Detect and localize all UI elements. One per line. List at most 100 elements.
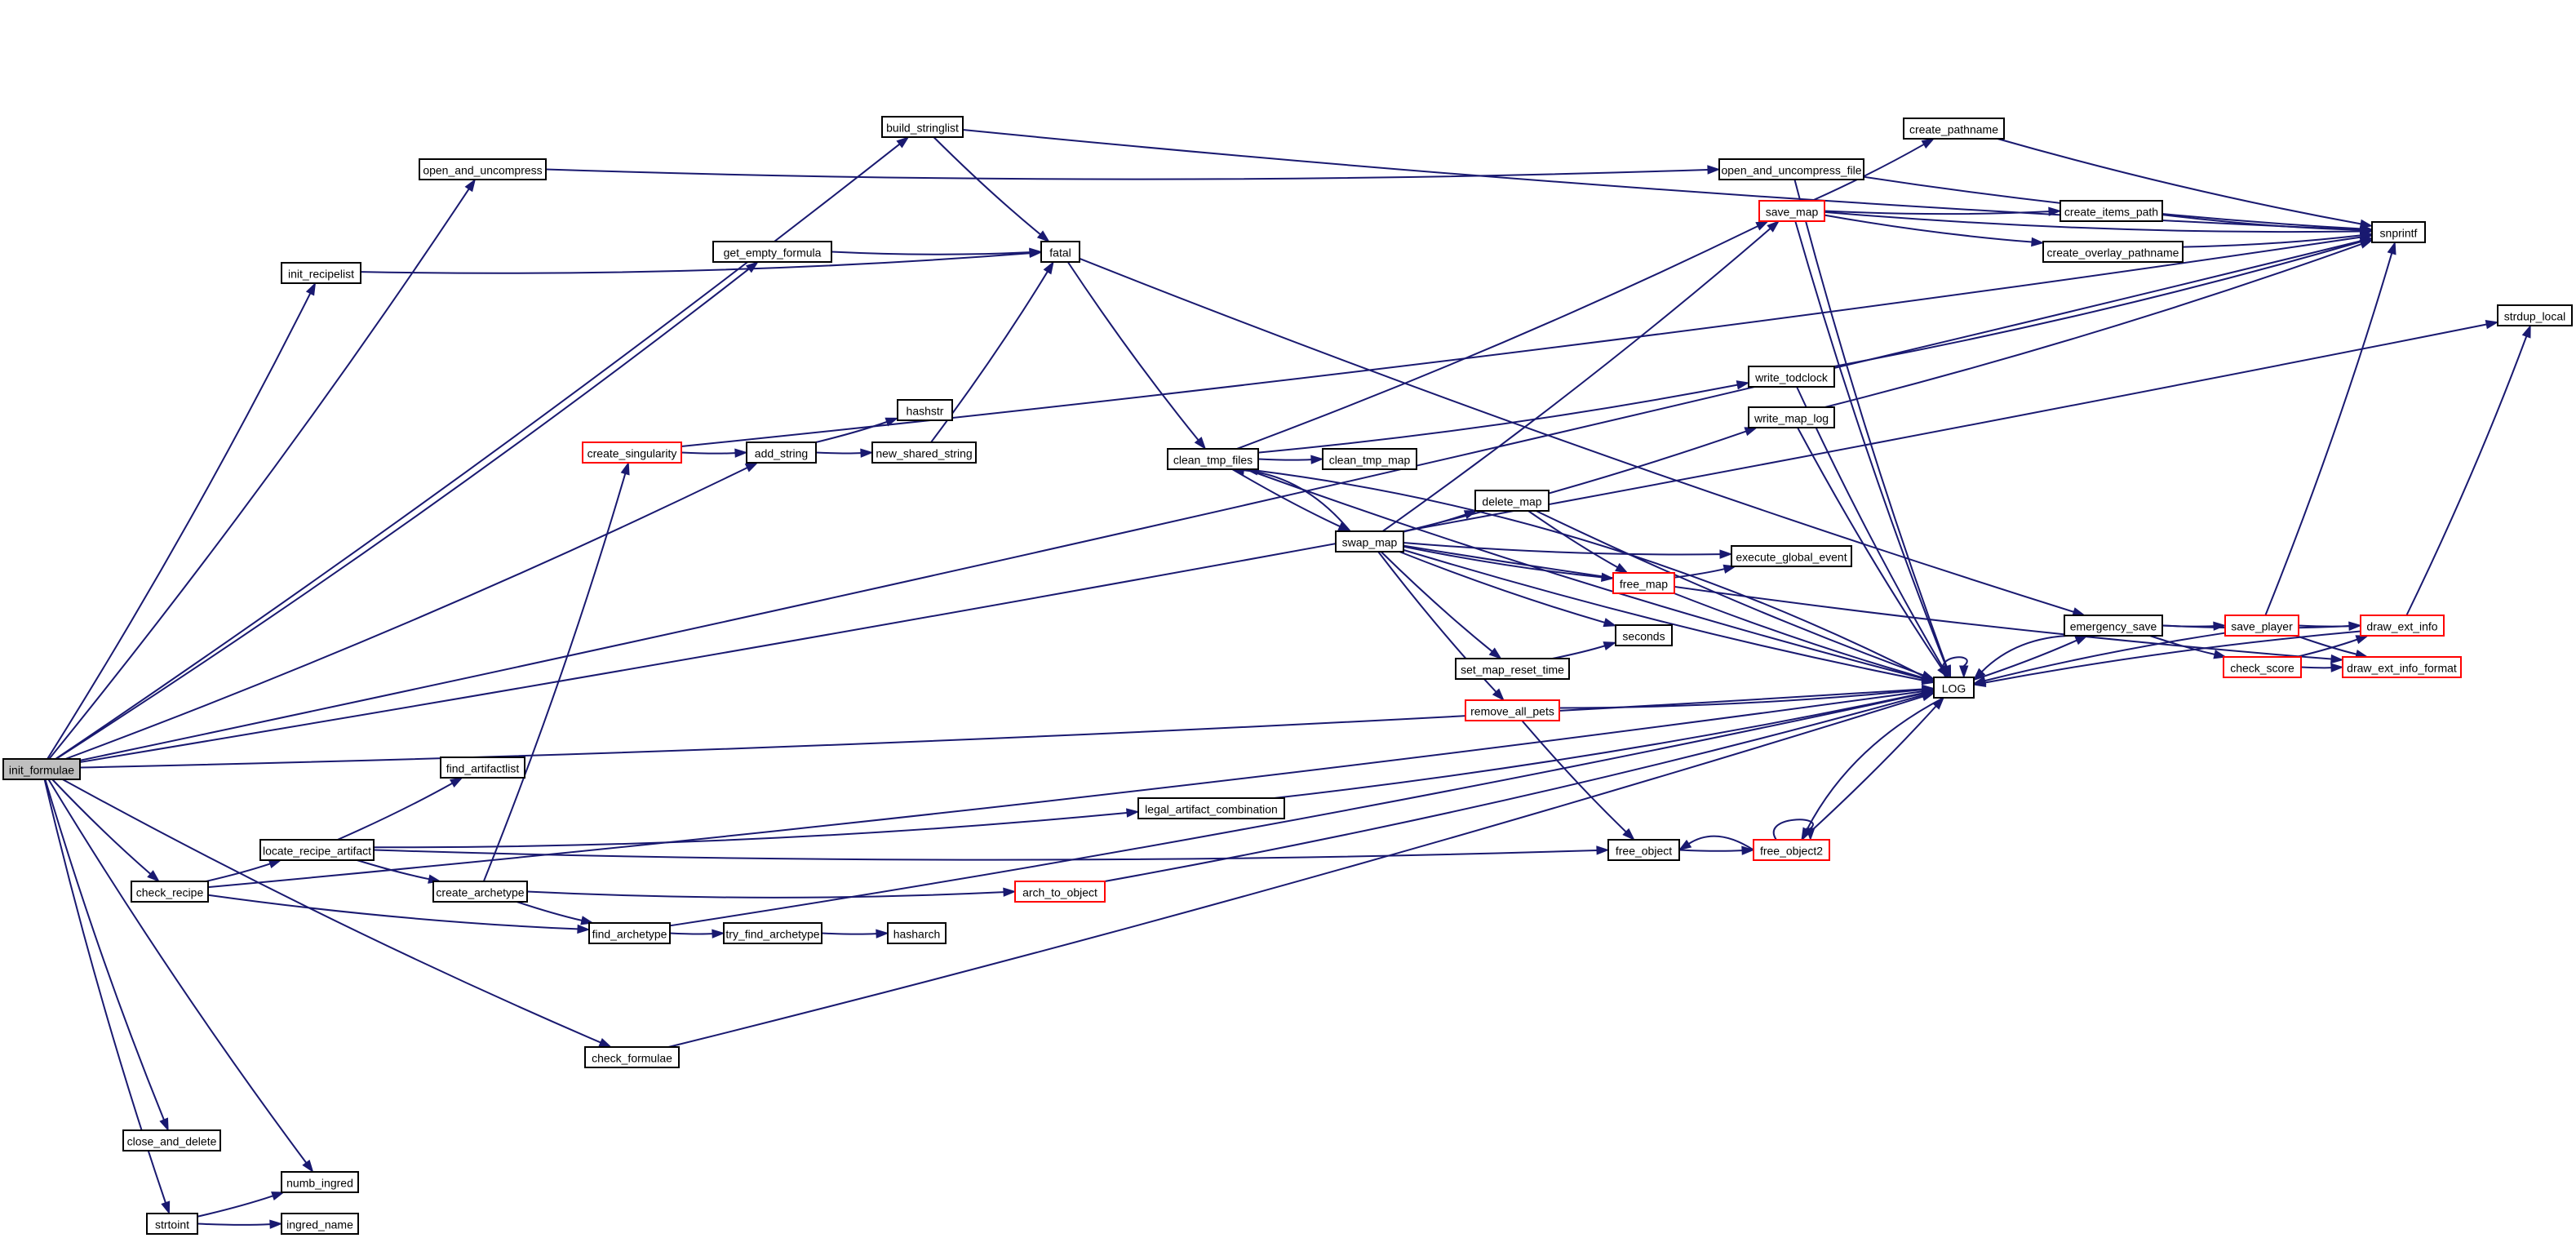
node-save-player[interactable]: save_player — [2224, 615, 2299, 637]
arrowhead-icon — [1767, 220, 1780, 233]
node-find-artifactlist[interactable]: find_artifactlist — [440, 757, 525, 779]
node-draw-ext-info-format[interactable]: draw_ext_info_format — [2342, 656, 2462, 678]
node-write-map-log[interactable]: write_map_log — [1748, 406, 1835, 428]
node-arch-to-object[interactable]: arch_to_object — [1014, 881, 1106, 903]
node-open-and-uncompress-file[interactable]: open_and_uncompress_file — [1718, 158, 1864, 180]
edge-line — [44, 779, 165, 1120]
node-emergency-save[interactable]: emergency_save — [2064, 615, 2163, 637]
node-label: emergency_save — [2070, 620, 2157, 633]
node-strdup-local[interactable]: strdup_local — [2497, 304, 2573, 326]
arrowhead-icon — [2048, 206, 2062, 216]
node-snprintf[interactable]: snprintf — [2371, 221, 2426, 243]
node-write-todclock[interactable]: write_todclock — [1748, 366, 1835, 388]
edge-line — [1674, 592, 1923, 679]
arrowhead-icon — [2074, 635, 2089, 646]
node-box — [1040, 241, 1080, 263]
arrowhead-icon — [1921, 138, 1935, 149]
node-check-formulae[interactable]: check_formulae — [584, 1046, 680, 1068]
arrowhead-icon — [598, 1038, 613, 1048]
node-box — [2042, 241, 2184, 263]
edge-line — [197, 1195, 273, 1218]
edge-line — [206, 863, 271, 882]
node-label: open_and_uncompress — [423, 164, 542, 177]
edge-free-map-to-log — [1674, 592, 1935, 682]
node-free-object[interactable]: free_object — [1607, 839, 1680, 861]
arrowhead-icon — [734, 448, 748, 458]
edge-line — [1257, 384, 1738, 454]
node-fatal[interactable]: fatal — [1040, 241, 1080, 263]
node-label: strtoint — [155, 1218, 189, 1231]
node-free-map[interactable]: free_map — [1612, 572, 1675, 594]
node-box — [2064, 615, 2163, 637]
edge-free-object-to-free-object2 — [1678, 845, 1755, 855]
edge-open-and-uncompress-to-open-and-uncompress-file — [545, 165, 1721, 180]
edge-legal-artifact-combination-to-log — [1274, 688, 1935, 799]
node-create-overlay-pathname[interactable]: create_overlay_pathname — [2042, 241, 2184, 263]
edge-line — [1824, 211, 2361, 233]
node-remove-all-pets[interactable]: remove_all_pets — [1465, 699, 1560, 721]
edge-line — [79, 240, 2361, 761]
edge-init-formulae-to-add-string — [64, 462, 759, 760]
node-delete-map[interactable]: delete_map — [1474, 490, 1550, 512]
node-find-archetype[interactable]: find_archetype — [588, 922, 671, 944]
node-legal-artifact-combination[interactable]: legal_artifact_combination — [1137, 797, 1285, 819]
node-ingred-name[interactable]: ingred_name — [281, 1213, 359, 1235]
node-add-string[interactable]: add_string — [746, 442, 817, 464]
node-box — [2342, 656, 2462, 678]
node-check-score[interactable]: check_score — [2223, 656, 2302, 678]
node-box — [1167, 448, 1259, 470]
node-swap-map[interactable]: swap_map — [1335, 530, 1404, 552]
node-label: execute_global_event — [1736, 551, 1847, 564]
node-create-singularity[interactable]: create_singularity — [582, 442, 682, 464]
edge-line — [1231, 468, 1341, 527]
node-close-and-delete[interactable]: close_and_delete — [122, 1129, 221, 1151]
edge-line — [1772, 819, 1814, 841]
arrowhead-icon — [1755, 220, 1770, 231]
node-init-formulae[interactable]: init_formulae — [2, 758, 81, 780]
edge-check-score-to-draw-ext-info-format — [2300, 663, 2344, 672]
node-clean-tmp-map[interactable]: clean_tmp_map — [1322, 448, 1417, 470]
node-init-recipelist[interactable]: init_recipelist — [281, 262, 361, 284]
node-hasharch[interactable]: hasharch — [887, 922, 947, 944]
node-set-map-reset-time[interactable]: set_map_reset_time — [1455, 658, 1570, 680]
node-free-object2[interactable]: free_object2 — [1753, 839, 1830, 861]
node-create-items-path[interactable]: create_items_path — [2059, 200, 2163, 222]
edge-line — [48, 189, 470, 760]
node-get-empty-formula[interactable]: get_empty_formula — [712, 241, 832, 263]
node-label: check_recipe — [136, 886, 204, 899]
node-hashstr[interactable]: hashstr — [897, 399, 953, 421]
node-save-map[interactable]: save_map — [1758, 200, 1825, 222]
edge-save-map-to-create-items-path — [1824, 206, 2062, 216]
node-create-archetype[interactable]: create_archetype — [432, 881, 528, 903]
node-create-pathname[interactable]: create_pathname — [1903, 118, 2005, 140]
arrowhead-icon — [745, 261, 760, 273]
node-strtoint[interactable]: strtoint — [146, 1213, 198, 1235]
node-draw-ext-info[interactable]: draw_ext_info — [2360, 615, 2445, 637]
edge-line — [1403, 544, 2332, 660]
edge-line — [1536, 510, 1924, 677]
arrowhead-icon — [2213, 621, 2227, 631]
node-seconds[interactable]: seconds — [1615, 624, 1673, 646]
arrowhead-icon — [1003, 887, 1017, 897]
node-clean-tmp-files[interactable]: clean_tmp_files — [1167, 448, 1259, 470]
arrowhead-icon — [269, 1219, 283, 1229]
edge-try-find-archetype-to-hasharch — [821, 929, 889, 938]
edge-line — [51, 779, 151, 875]
node-try-find-archetype[interactable]: try_find_archetype — [723, 922, 822, 944]
edge-write-map-log-to-snprintf — [1824, 239, 2374, 408]
node-layer: init_formulae build_stringlist open_and_un… — [2, 116, 2573, 1235]
edge-line — [517, 901, 583, 921]
node-locate-recipe-artifact[interactable]: locate_recipe_artifact — [259, 839, 375, 861]
node-numb-ingred[interactable]: numb_ingred — [281, 1171, 359, 1193]
edge-swap-map-to-draw-ext-info-format — [1403, 544, 2344, 664]
node-log[interactable]: LOG — [1933, 677, 1975, 699]
node-open-and-uncompress[interactable]: open_and_uncompress — [419, 158, 547, 180]
node-build-stringlist[interactable]: build_stringlist — [881, 116, 964, 138]
node-new-shared-string[interactable]: new_shared_string — [871, 442, 977, 464]
node-execute-global-event[interactable]: execute_global_event — [1731, 545, 1852, 567]
node-check-recipe[interactable]: check_recipe — [131, 881, 209, 903]
arrowhead-icon — [1596, 845, 1610, 855]
edge-delete-map-to-free-map — [1527, 510, 1629, 574]
edge-line — [1245, 468, 1923, 680]
